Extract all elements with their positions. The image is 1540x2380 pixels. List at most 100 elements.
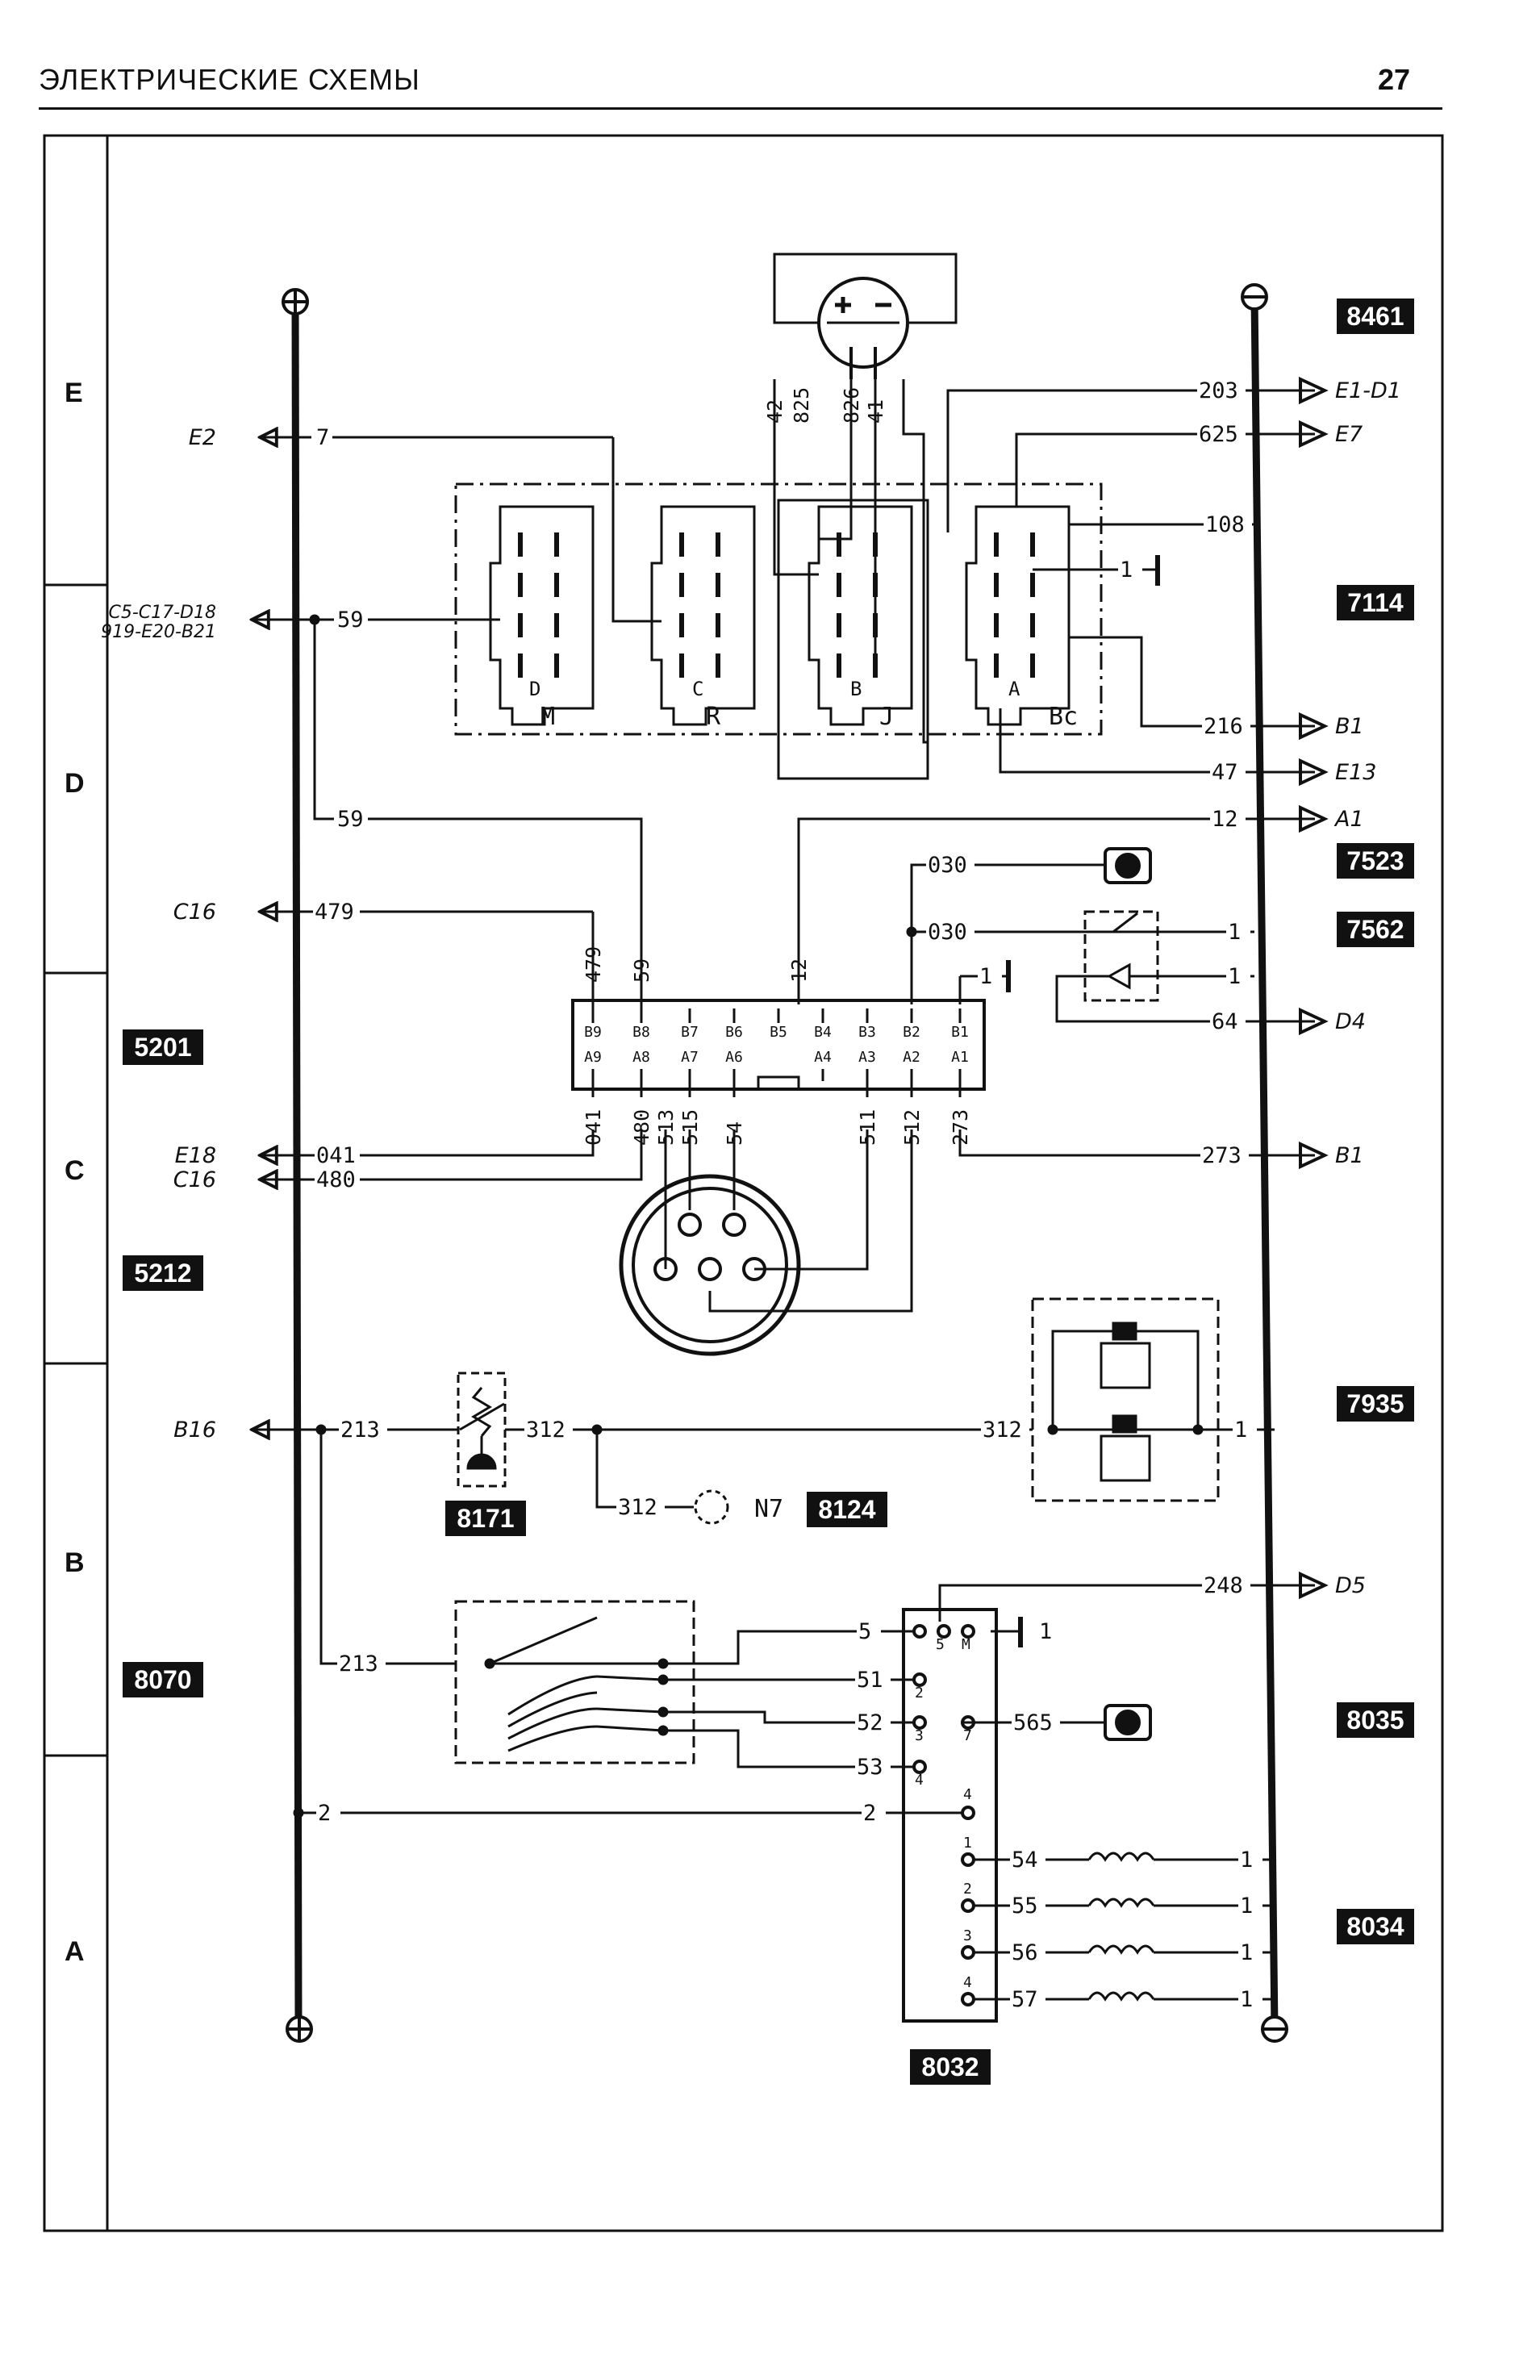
zone-label-c: C xyxy=(65,1155,85,1186)
switch-unit-8032 xyxy=(902,1608,998,2023)
svg-text:8035: 8035 xyxy=(1346,1706,1404,1735)
wire-b512: 512 xyxy=(900,1109,924,1146)
svg-text:3: 3 xyxy=(915,1727,924,1744)
svg-text:8032: 8032 xyxy=(921,2052,979,2081)
svg-text:A9: A9 xyxy=(584,1049,602,1066)
wire-12: 12 xyxy=(1212,807,1238,832)
badge-7935: 7935 xyxy=(1337,1386,1414,1422)
switch-8070 xyxy=(454,1600,695,1764)
wire-480: 480 xyxy=(316,1167,356,1192)
wire-248: 248 xyxy=(1204,1573,1243,1598)
wire-213a: 213 xyxy=(340,1418,380,1443)
connector-pin-d: D xyxy=(529,678,540,700)
wire-1d: 1 xyxy=(979,964,992,989)
svg-text:A7: A7 xyxy=(681,1049,699,1066)
wire-v826: 826 xyxy=(840,387,863,424)
arrow-label-e13: E13 xyxy=(1335,760,1376,785)
wire-7: 7 xyxy=(316,425,329,450)
bulb-label-n7: N7 xyxy=(754,1495,783,1523)
wire-b515: 515 xyxy=(678,1109,702,1146)
wire-47: 47 xyxy=(1212,760,1238,785)
wire-030a: 030 xyxy=(928,853,967,878)
round-connector-5212 xyxy=(619,1174,801,1356)
svg-text:5201: 5201 xyxy=(134,1033,191,1062)
badge-8124: 8124 xyxy=(807,1492,887,1527)
wire-479: 479 xyxy=(315,900,354,925)
wire-51: 51 xyxy=(857,1668,883,1693)
page-number: 27 xyxy=(1378,63,1411,96)
wires-zone-b xyxy=(252,1426,1275,1665)
svg-text:4: 4 xyxy=(963,1974,972,1991)
page-header-title: ЭЛЕКТРИЧЕСКИЕ СХЕМЫ xyxy=(39,63,420,96)
wire-203: 203 xyxy=(1199,378,1238,403)
zone-label-d: D xyxy=(65,768,85,799)
zone-label-b: B xyxy=(65,1547,85,1578)
arrow-label-b16: B16 xyxy=(173,1418,216,1443)
wires-zone-e xyxy=(252,379,1315,1008)
wire-59a: 59 xyxy=(337,608,364,633)
badge-8171: 8171 xyxy=(445,1501,526,1536)
svg-text:A8: A8 xyxy=(632,1049,650,1066)
relay-block-pin-stubs xyxy=(591,964,962,1097)
arrow-label-e2: E2 xyxy=(189,425,216,450)
svg-text:7935: 7935 xyxy=(1346,1389,1404,1418)
arrow-label-d5: D5 xyxy=(1335,1573,1366,1598)
warning-lamp-8035 xyxy=(1104,1704,1152,1741)
header-rule xyxy=(39,107,1442,110)
arrow-label-c16a: C16 xyxy=(173,900,216,925)
wire-2b: 2 xyxy=(863,1801,876,1826)
badge-7562: 7562 xyxy=(1337,912,1414,947)
connector-pin-a: A xyxy=(1008,678,1020,700)
wire-312c: 312 xyxy=(618,1495,657,1520)
wire-273: 273 xyxy=(1202,1143,1242,1168)
component-badges: 8461 7114 7523 7562 5201 5212 7935 8171 … xyxy=(123,299,1414,2085)
wire-52: 52 xyxy=(857,1710,883,1735)
wire-t59: 59 xyxy=(630,958,653,983)
left-arrow-labels: E2 C5-C17-D18 919-E20-B21 C16 E18 C16 B1… xyxy=(101,425,216,1443)
wire-number-labels: 7 59 59 479 041 480 203 625 108 1 216 47… xyxy=(311,378,1262,2012)
wire-1h: 1 xyxy=(1240,1894,1253,1919)
connector-pin-b: B xyxy=(850,678,862,700)
svg-text:8124: 8124 xyxy=(818,1495,875,1524)
sensor-8171 xyxy=(457,1372,507,1488)
wire-1a: 1 xyxy=(1120,557,1133,582)
wire-030b: 030 xyxy=(928,920,967,945)
heater-coils-8034 xyxy=(974,1852,1275,2002)
svg-text:B6: B6 xyxy=(725,1024,743,1041)
arrow-label-c5b: 919-E20-B21 xyxy=(101,622,216,642)
wires-switch-8032 xyxy=(293,1584,1315,1818)
svg-text:7562: 7562 xyxy=(1346,915,1404,944)
svg-text:B4: B4 xyxy=(814,1024,832,1041)
connector-label-j: J xyxy=(879,703,894,731)
svg-text:5212: 5212 xyxy=(134,1259,191,1288)
wire-312b: 312 xyxy=(983,1418,1022,1443)
connector-label-bc: Bc xyxy=(1049,703,1078,731)
arrow-label-b1a: B1 xyxy=(1335,714,1364,739)
svg-text:B5: B5 xyxy=(770,1024,787,1041)
bulb-n7 xyxy=(694,1489,729,1525)
wire-1b: 1 xyxy=(1228,920,1241,945)
switch-7562 xyxy=(1055,910,1315,1023)
switch-unit-8032-pin-labels: 5 M 2 7 3 4 4 1 2 3 4 xyxy=(915,1636,972,1991)
zone-labels: E D C B A xyxy=(65,378,85,1967)
wire-b480: 480 xyxy=(630,1109,653,1146)
wire-t12: 12 xyxy=(787,958,811,983)
page-frame xyxy=(43,134,1444,2232)
wire-55: 55 xyxy=(1012,1894,1038,1919)
wire-54: 54 xyxy=(1012,1848,1038,1873)
wire-b54: 54 xyxy=(723,1121,746,1146)
svg-text:B8: B8 xyxy=(632,1024,650,1041)
wire-2a: 2 xyxy=(318,1801,331,1826)
wire-108: 108 xyxy=(1205,512,1245,537)
wire-64: 64 xyxy=(1212,1009,1238,1034)
wire-5: 5 xyxy=(858,1619,871,1644)
negative-rail xyxy=(1241,283,1288,2043)
svg-text:B1: B1 xyxy=(951,1024,969,1041)
wire-1c: 1 xyxy=(1228,964,1241,989)
arrow-label-e1-d1: E1-D1 xyxy=(1335,378,1401,403)
svg-text:A6: A6 xyxy=(725,1049,743,1066)
svg-text:2: 2 xyxy=(915,1685,924,1701)
wire-041: 041 xyxy=(316,1143,356,1168)
wire-b511: 511 xyxy=(856,1109,879,1146)
connector-label-m: M xyxy=(540,703,555,731)
